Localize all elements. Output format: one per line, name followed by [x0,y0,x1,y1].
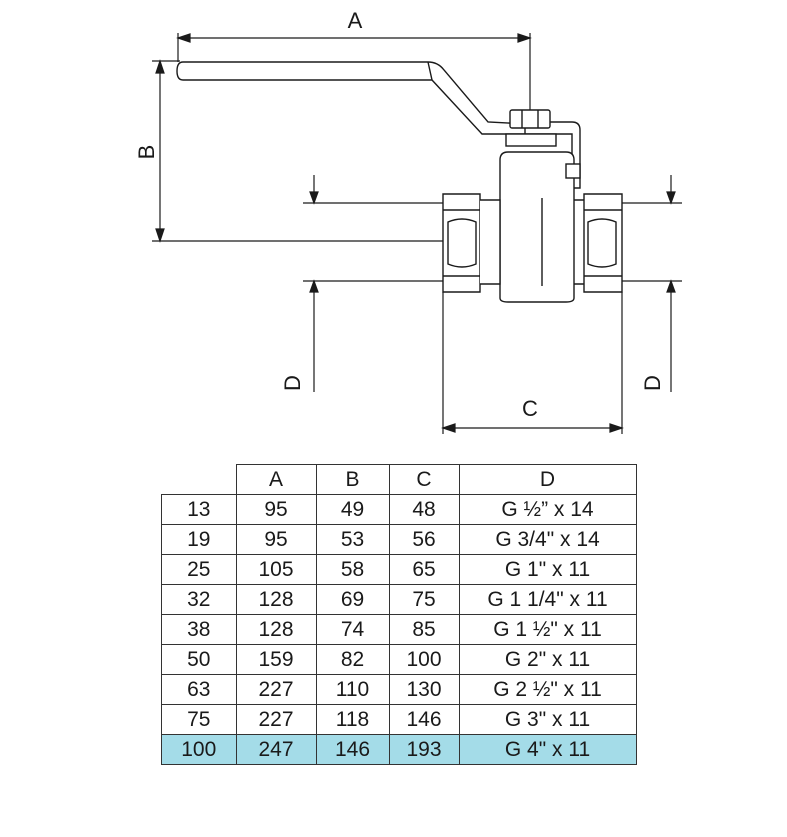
table-cell: 56 [388,524,460,555]
table-cell: 69 [315,584,390,615]
table-header-cell: D [458,464,637,495]
table-header-row: A B C D [161,464,637,495]
table-cell: 32 [161,584,237,615]
dim-b-arrow-top [155,59,165,74]
dim-c-arrow-left [441,423,456,433]
table-cell: 128 [235,614,317,645]
table-cell: 25 [161,554,237,585]
table-header-cell: B [315,464,390,495]
table-cell: 65 [388,554,460,585]
stop-pin [565,163,581,179]
table-cell: 146 [315,734,390,765]
table-row: 38 128 74 85 G 1 ½" x 11 [161,614,637,645]
table-cell: 110 [315,674,390,705]
table-cell: 58 [315,554,390,585]
table-cell: 82 [315,644,390,675]
table-cell: 100 [161,734,237,765]
dim-d-left-arrow-top [309,191,319,205]
table-cell: 159 [235,644,317,675]
table-cell: 130 [388,674,460,705]
stem [505,133,557,147]
table-cell: 95 [235,494,317,525]
table-header-cell: C [388,464,460,495]
table-cell: G 1 ½" x 11 [458,614,637,645]
table-cell: 146 [388,704,460,735]
label-a: A [348,8,363,33]
table-cell: G 3/4" x 14 [458,524,637,555]
table-row: 19 95 53 56 G 3/4" x 14 [161,524,637,555]
table-cell: 118 [315,704,390,735]
table-cell: 247 [235,734,317,765]
dim-a-arrow-right [517,33,532,43]
table-cell: 105 [235,554,317,585]
table-row-highlighted: 100 247 146 193 G 4" x 11 [161,734,637,765]
table-row: 75 227 118 146 G 3" x 11 [161,704,637,735]
dimensions-table: A B C D 13 95 49 48 G ½” x 14 19 95 53 5… [161,464,637,765]
table-cell: 13 [161,494,237,525]
dim-c-arrow-right [609,423,624,433]
table-cell: 100 [388,644,460,675]
table-cell: 95 [235,524,317,555]
label-b: B [134,145,159,160]
table-cell: G 2" x 11 [458,644,637,675]
table-cell: G ½” x 14 [458,494,637,525]
table-cell: 53 [315,524,390,555]
table-row: 63 227 110 130 G 2 ½" x 11 [161,674,637,705]
table-cell: 227 [235,674,317,705]
table-row: 32 128 69 75 G 1 1/4" x 11 [161,584,637,615]
table-cell: 128 [235,584,317,615]
table-cell: 75 [388,584,460,615]
ball-valve-drawing: A B C D D [134,8,682,434]
table-cell: 227 [235,704,317,735]
table-cell: 49 [315,494,390,525]
table-cell: 75 [161,704,237,735]
dim-a-arrow-left [176,33,191,43]
lever-handle [176,61,529,135]
table-cell: 85 [388,614,460,645]
table-cell: G 1" x 11 [458,554,637,585]
table-cell: 38 [161,614,237,645]
table-cell: 50 [161,644,237,675]
label-d-left: D [280,375,305,391]
label-d-right: D [640,375,665,391]
table-cell: G 3" x 11 [458,704,637,735]
label-c: C [522,396,538,421]
table-cell: 19 [161,524,237,555]
table-header-cell [161,464,237,495]
table-cell: G 4" x 11 [458,734,637,765]
stem-nut [509,109,551,129]
table-row: 13 95 49 48 G ½” x 14 [161,494,637,525]
dim-d-left-arrow-bottom [309,279,319,293]
dim-d-right-arrow-top [666,191,676,205]
table-row: 50 159 82 100 G 2" x 11 [161,644,637,675]
dim-d-right-arrow-bottom [666,279,676,293]
table-cell: G 1 1/4" x 11 [458,584,637,615]
table-cell: G 2 ½" x 11 [458,674,637,705]
valve-body [176,61,623,303]
table-cell: 63 [161,674,237,705]
table-cell: 48 [388,494,460,525]
center-body [499,151,575,303]
dim-b-arrow-bottom [155,228,165,243]
table-header-cell: A [235,464,317,495]
table-cell: 74 [315,614,390,645]
table-row: 25 105 58 65 G 1" x 11 [161,554,637,585]
table-cell: 193 [388,734,460,765]
